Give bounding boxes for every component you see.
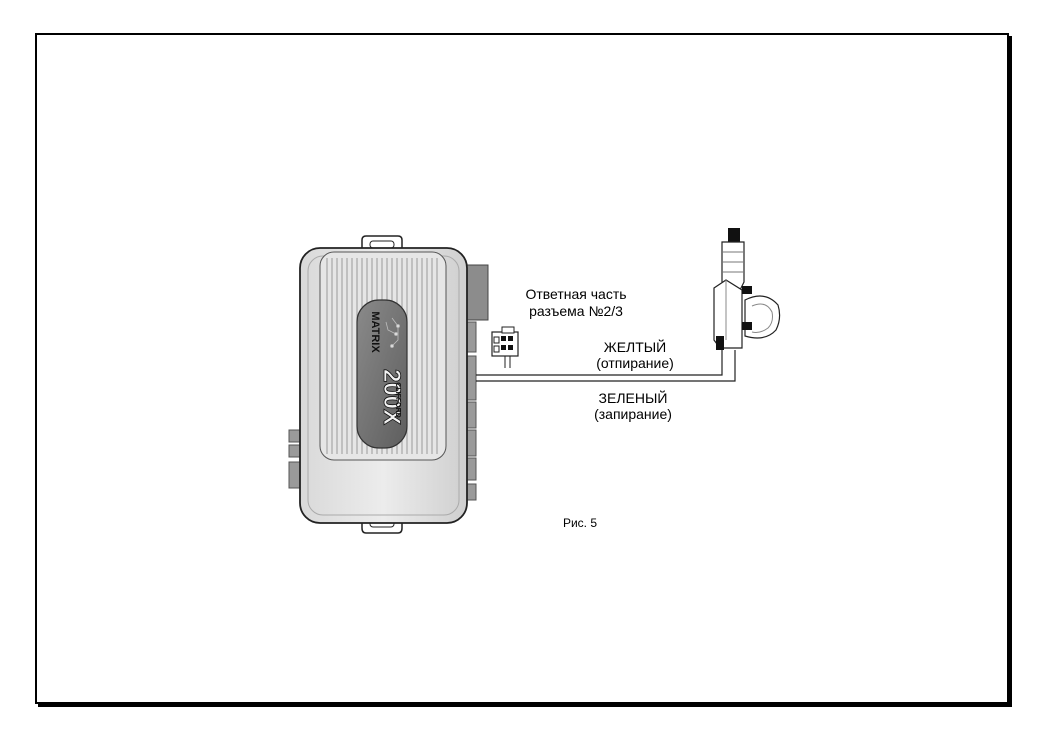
- wire-yellow-function-label: (отпирание): [580, 355, 690, 372]
- logo-brand: CLIFFORD: [394, 382, 401, 417]
- control-unit: MATRIX 200X CLIFFORD: [289, 236, 488, 533]
- wire-yellow-label: ЖЕЛТЫЙ: [580, 339, 690, 356]
- connector-label-line2: разъема №2/3: [511, 303, 641, 320]
- mating-connector: [492, 327, 518, 368]
- connector-label: Ответная часть: [511, 286, 641, 303]
- wire-green-function-label: (запирание): [578, 406, 688, 423]
- door-lock-actuator: [714, 228, 780, 350]
- wire-green-label: ЗЕЛЕНЫЙ: [578, 390, 688, 407]
- logo-model-line1: MATRIX: [369, 311, 381, 353]
- figure-caption: Рис. 5: [550, 516, 610, 530]
